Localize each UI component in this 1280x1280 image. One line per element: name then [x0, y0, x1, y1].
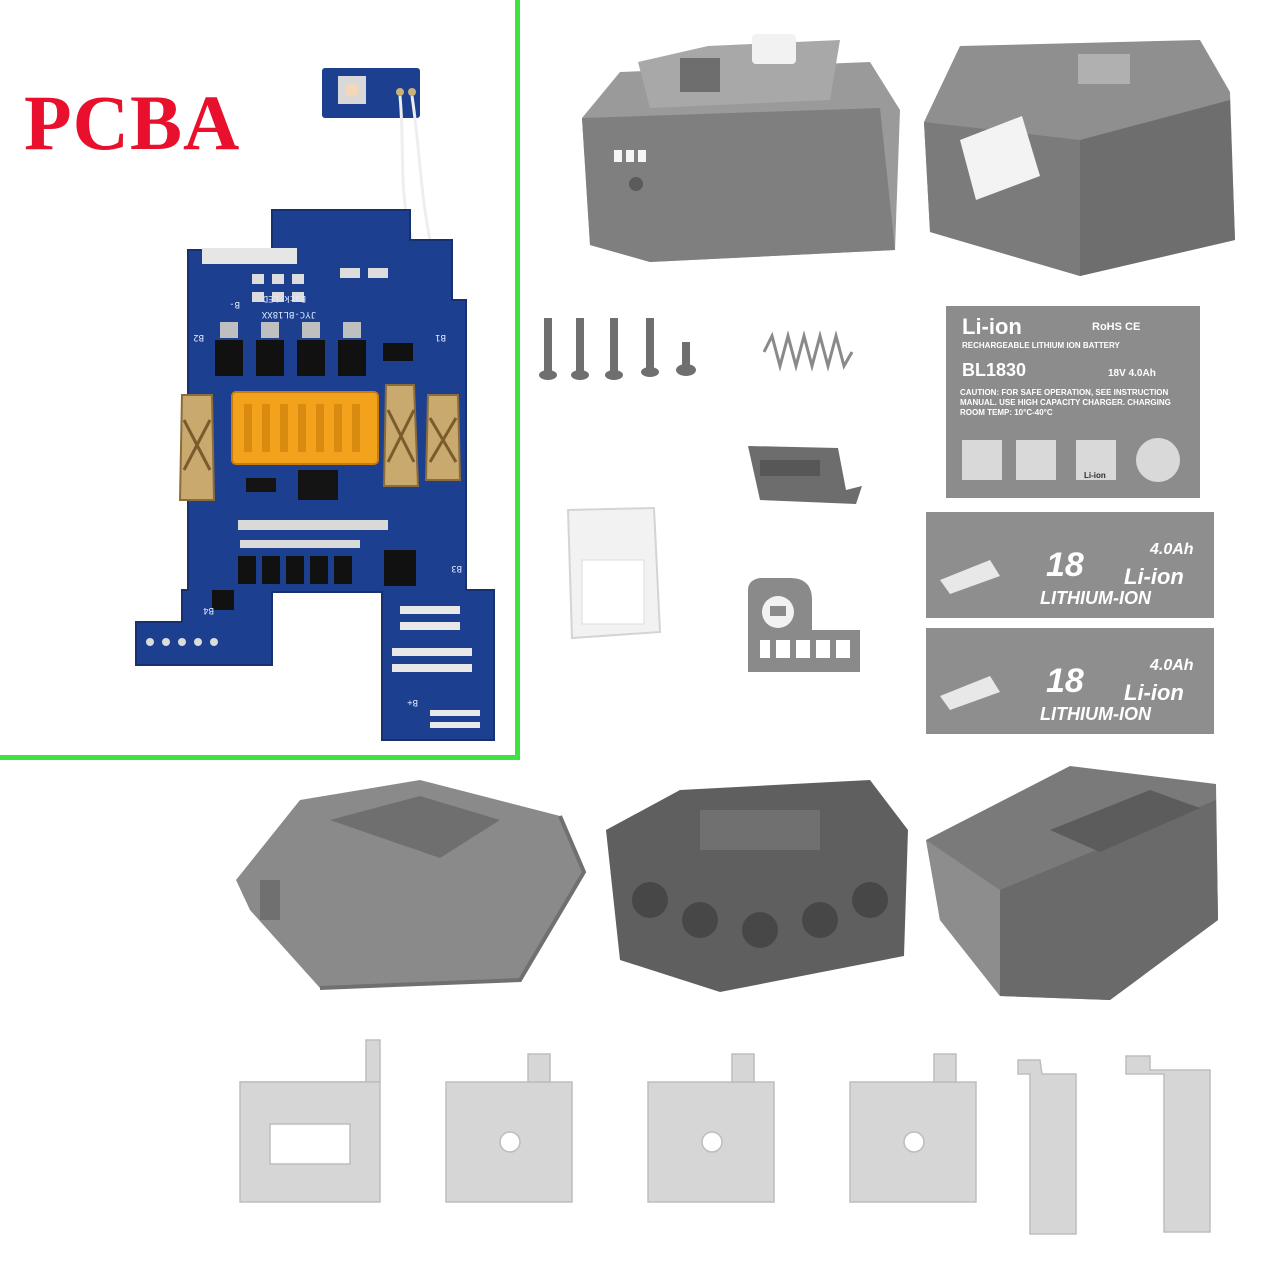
battery-assembled-back	[924, 40, 1235, 276]
label-chem-text: Li-ion	[962, 314, 1022, 339]
pcb-bminus-text: B-	[229, 299, 240, 309]
cell-holder-frame	[606, 780, 908, 992]
sticker1-capacity: 4.0Ah	[1149, 541, 1194, 558]
sticker2-chem-full: LITHIUM-ION	[1040, 704, 1152, 724]
pcb-b2-text: B2	[193, 332, 204, 342]
switch-board	[322, 68, 432, 241]
sticker2-voltage: 18	[1046, 662, 1084, 700]
pcb-b3-text: B3	[451, 563, 462, 573]
battery-assembled-front	[582, 34, 900, 262]
spring	[762, 330, 854, 372]
side-sticker-1: 18 4.0Ah Li-ion LITHIUM-ION	[926, 512, 1214, 618]
pcb-bplus-text: B+	[407, 697, 418, 707]
nickel-strip-5	[1017, 1059, 1077, 1235]
housing-top-cover	[236, 780, 587, 990]
pcb-board: JYC-BL18XX Back LED B- B1 B2 B3 B4 B+	[135, 68, 495, 741]
latch-piece	[748, 446, 862, 504]
nickel-strip-2	[445, 1053, 573, 1203]
rating-label: Li-ion RoHS CE RECHARGEABLE LITHIUM ION …	[946, 306, 1200, 498]
sticker1-chem-full: LITHIUM-ION	[1040, 588, 1152, 608]
housing-bottom-case	[926, 766, 1218, 1000]
sticker1-chem: Li-ion	[1124, 564, 1184, 589]
pcb-led-text: Back LED	[263, 293, 306, 303]
pcb-b4-text: B4	[203, 605, 214, 615]
label-subtitle-text: RECHARGEABLE LITHIUM ION BATTERY	[962, 341, 1120, 350]
label-caution-text: CAUTION: FOR SAFE OPERATION, SEE INSTRUC…	[960, 388, 1171, 417]
pcba-frame	[0, 0, 520, 760]
pcba-title: PCBA	[24, 79, 241, 166]
nickel-strip-3	[647, 1053, 775, 1203]
nickel-strip-1	[239, 1039, 381, 1203]
side-sticker-2: 18 4.0Ah Li-ion LITHIUM-ION	[926, 628, 1214, 734]
white-latch-button	[566, 506, 662, 640]
nickel-strips	[239, 1039, 1211, 1235]
label-rating-text: 18V 4.0Ah	[1108, 368, 1156, 379]
screws	[539, 318, 696, 380]
nickel-strip-4	[849, 1053, 977, 1203]
sticker1-voltage: 18	[1046, 546, 1084, 584]
label-model-text: BL1830	[962, 360, 1026, 380]
led-indicator-sticker	[748, 578, 860, 672]
sticker2-chem: Li-ion	[1124, 680, 1184, 705]
pcb-model-text: JYC-BL18XX	[261, 309, 316, 319]
label-small-li-ion: Li-ion	[1084, 471, 1106, 480]
label-certs-text: RoHS CE	[1092, 321, 1140, 333]
sticker2-capacity: 4.0Ah	[1149, 657, 1194, 674]
nickel-strip-6	[1125, 1055, 1211, 1233]
pcb-b1-text: B1	[435, 332, 446, 342]
